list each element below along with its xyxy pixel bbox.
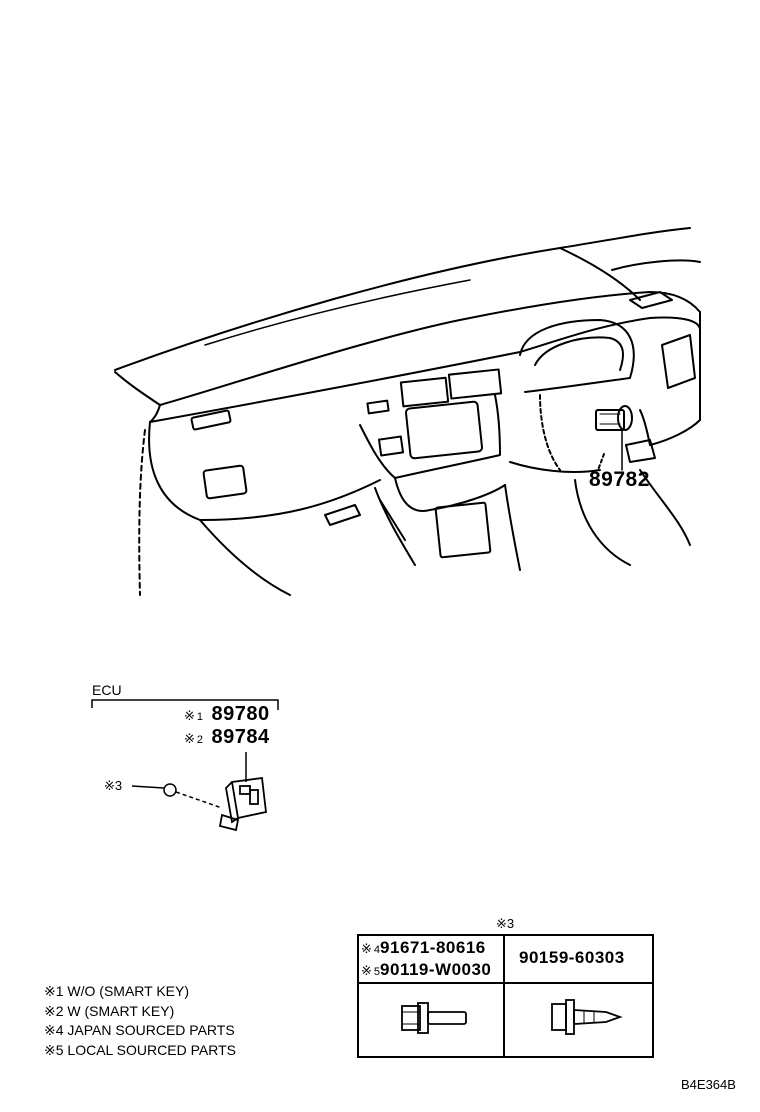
table-divider-vertical bbox=[503, 936, 505, 1056]
ecu-bolt bbox=[163, 783, 223, 809]
fastener-option-1-line-1[interactable]: ※491671-80616 bbox=[361, 938, 486, 958]
ecu-bracket bbox=[91, 699, 279, 710]
fastener-option-2-line-1[interactable]: 90159-60303 bbox=[519, 948, 625, 968]
transponder-amplifier-part bbox=[595, 405, 633, 431]
option-1-line-2-part[interactable]: 90119-W0030 bbox=[380, 960, 492, 979]
callout-part-89782[interactable]: 89782 bbox=[589, 468, 650, 491]
ecu-item-2[interactable]: ※2 89784 bbox=[184, 726, 270, 749]
note-3: ※4 JAPAN SOURCED PARTS bbox=[44, 1022, 235, 1038]
note-1: ※1 W/O (SMART KEY) bbox=[44, 983, 190, 999]
tapping-screw-drawing bbox=[551, 999, 623, 1035]
note-2: ※2 W (SMART KEY) bbox=[44, 1002, 175, 1019]
fastener-option-1-line-2[interactable]: ※590119-W0030 bbox=[361, 960, 491, 980]
cluster-hood bbox=[519, 319, 635, 393]
flange-bolt-drawing bbox=[401, 1002, 467, 1034]
option-1-line-2-ref: 5 bbox=[373, 966, 381, 978]
ecu-item-2-part[interactable]: 89784 bbox=[211, 726, 270, 748]
table-divider-horizontal bbox=[359, 982, 652, 984]
note-4: ※5 LOCAL SOURCED PARTS bbox=[44, 1041, 236, 1058]
center-stack bbox=[359, 394, 501, 479]
ecu-item-2-ref: 2 bbox=[196, 734, 204, 746]
notes-legend: ※1 W/O (SMART KEY) ※2 W (SMART KEY) ※4 J… bbox=[44, 982, 236, 1060]
option-2-line-1-part[interactable]: 90159-60303 bbox=[519, 948, 625, 967]
ecu-fastener-mark: ※3 bbox=[104, 778, 123, 793]
fastener-option-2[interactable]: 90159-60303 bbox=[505, 936, 654, 982]
console-panel bbox=[434, 501, 492, 559]
ecu-item-1-part[interactable]: 89780 bbox=[211, 703, 270, 725]
windshield-line bbox=[114, 227, 691, 371]
ecu-item-1-ref: 1 bbox=[196, 711, 204, 723]
option-1-line-1-ref: 4 bbox=[373, 944, 381, 956]
fastener-table: ※491671-80616 ※590119-W0030 90159-60303 bbox=[357, 934, 654, 1058]
illustration-code: B4E364B bbox=[681, 1077, 736, 1092]
fastener-table-title: ※3 bbox=[496, 916, 515, 931]
fastener-option-1[interactable]: ※491671-80616 ※590119-W0030 bbox=[361, 937, 503, 983]
right-vent bbox=[661, 334, 696, 389]
leader-bolt bbox=[131, 785, 165, 789]
option-1-line-2-mark: ※ bbox=[361, 963, 372, 978]
ecu-item-1[interactable]: ※1 89780 bbox=[184, 703, 270, 726]
ecu-module bbox=[218, 776, 267, 832]
dash-top bbox=[114, 291, 701, 406]
left-vent bbox=[202, 464, 248, 500]
option-1-line-1-part[interactable]: 91671-80616 bbox=[380, 938, 486, 957]
ecu-label: ECU bbox=[92, 682, 122, 698]
ecu-item-1-mark: ※ bbox=[184, 708, 195, 723]
ecu-item-2-mark: ※ bbox=[184, 731, 195, 746]
option-1-line-1-mark: ※ bbox=[361, 941, 372, 956]
